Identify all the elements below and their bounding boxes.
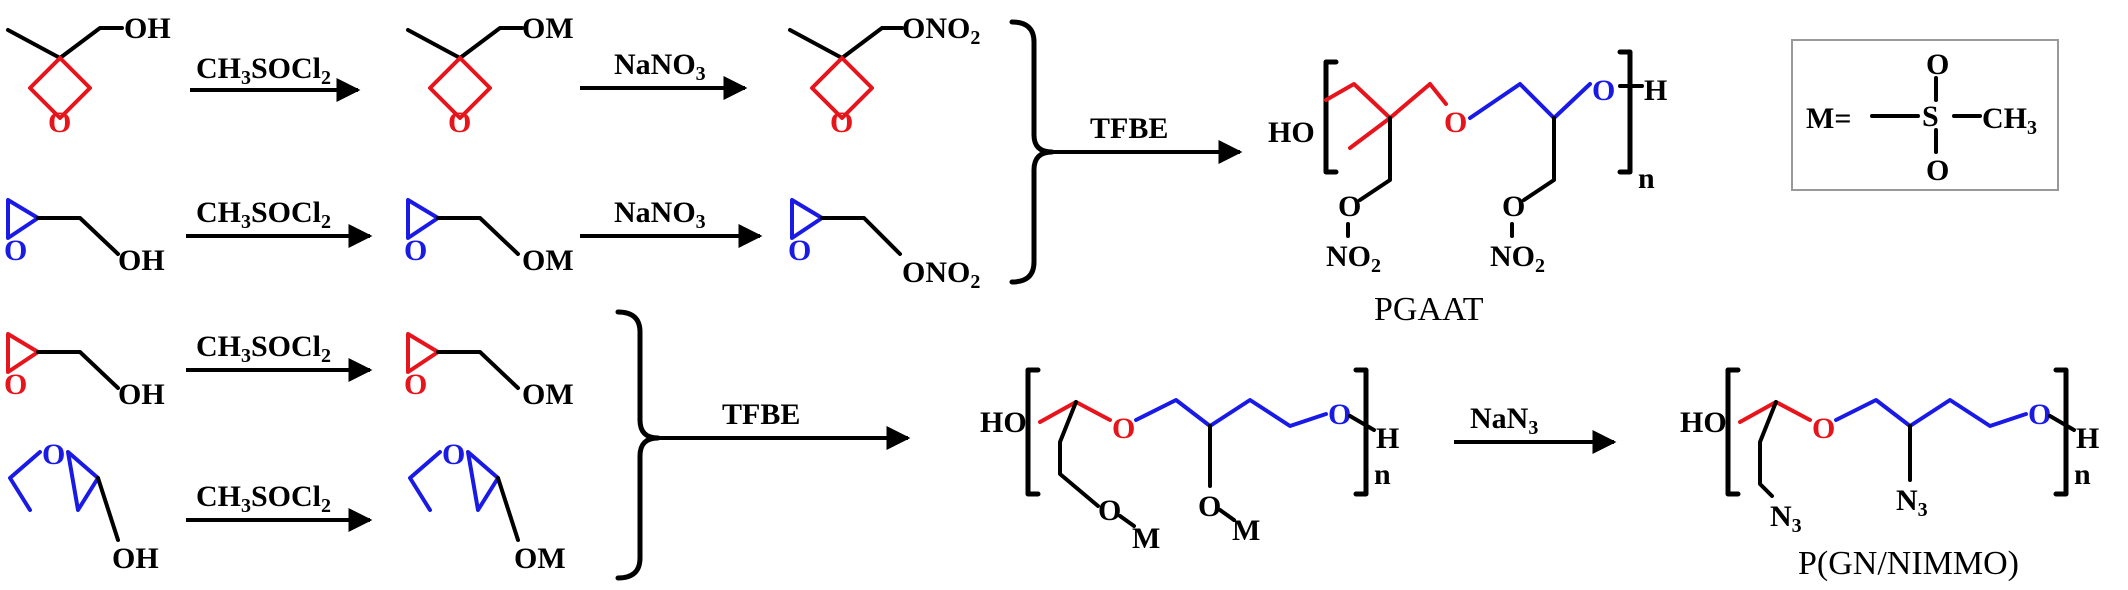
p-gn-nimmo-name: P(GN/NIMMO) — [1798, 545, 2019, 582]
backbone-oxygen: O — [1444, 106, 1467, 139]
mesylation-step-2: CH3SOCl2 — [186, 196, 373, 248]
ono2-label: ONO2 — [902, 12, 980, 49]
n3-label: N3 — [1896, 484, 1928, 521]
copolymerization-step-1: TFBE — [1052, 112, 1243, 164]
glycidol: O OH — [4, 198, 165, 277]
tfbe-reagent: TFBE — [1090, 112, 1168, 145]
thf-mesylate: O OM — [408, 438, 566, 575]
mesylated-copolymer: HO O O O M O M H n — [980, 367, 1399, 555]
definition-lhs: M= — [1806, 102, 1851, 135]
ring-oxygen: O — [42, 438, 65, 471]
mesylation-step-3: CH3SOCl2 — [186, 330, 373, 382]
om-label: OM — [522, 12, 574, 45]
ring-oxygen: O — [48, 106, 71, 139]
terminal-oxygen: O — [2028, 398, 2051, 431]
tfbe-reagent: TFBE — [722, 398, 800, 431]
red-epoxide-alcohol: O OH — [4, 332, 165, 411]
epoxide-oxygen: O — [4, 368, 27, 401]
left-repeat-bracket — [1323, 59, 1339, 175]
om-label: OM — [522, 244, 574, 277]
mesyl-reagent: CH3SOCl2 — [196, 196, 331, 233]
mesyl-reagent: CH3SOCl2 — [196, 330, 331, 367]
mesyl-reagent: CH3SOCl2 — [196, 52, 331, 89]
terminal-oxygen: O — [1328, 398, 1351, 431]
nitrate-reagent: NaNO3 — [614, 196, 706, 233]
ho-endgroup: HO — [1268, 116, 1315, 149]
oh-label: OH — [124, 12, 171, 45]
epoxide-oxygen: O — [4, 234, 27, 267]
repeat-n: n — [1638, 162, 1655, 195]
terminal-oxygen: O — [1592, 74, 1615, 107]
ho-endgroup: HO — [980, 406, 1027, 439]
oh-label: OH — [118, 244, 165, 277]
definition-box — [1791, 39, 2059, 191]
sulfur-atom: S — [1922, 100, 1939, 133]
repeat-n: n — [1374, 458, 1391, 491]
om-label: OM — [514, 542, 566, 575]
merge-bracket-2 — [615, 309, 661, 581]
ho-endgroup: HO — [1680, 406, 1727, 439]
mesyl-definition: M= S O O CH3 — [1791, 39, 2059, 191]
backbone-oxygen: O — [1112, 412, 1135, 445]
n3-label: N3 — [1770, 500, 1802, 537]
nitration-step-1: NaNO3 — [580, 48, 748, 100]
glycidyl-nitrate: O ONO2 — [788, 198, 980, 293]
oxo-oxygen-bottom: O — [1926, 154, 1949, 187]
ring-oxygen: O — [830, 106, 853, 139]
pendant-oxygen: O — [1098, 494, 1121, 527]
left-repeat-bracket — [1725, 367, 1741, 497]
epoxide-oxygen: O — [404, 234, 427, 267]
pgaat-name: PGAAT — [1374, 291, 1484, 328]
ono2-label: ONO2 — [902, 256, 980, 293]
right-repeat-bracket — [2053, 367, 2069, 497]
m-label: M — [1232, 514, 1260, 547]
no2-label: NO2 — [1490, 240, 1545, 277]
oh-label: OH — [118, 378, 165, 411]
hydroxy-thf: O OH — [8, 438, 159, 575]
epoxide-oxygen: O — [788, 234, 811, 267]
p-gn-nimmo-polymer: HO O O N3 N3 H n P(GN/NIMMO) — [1680, 367, 2099, 582]
oxo-oxygen-top: O — [1926, 48, 1949, 81]
right-repeat-bracket — [1617, 49, 1633, 175]
h-endgroup: H — [1376, 422, 1399, 455]
glycidyl-mesylate: O OM — [404, 198, 574, 277]
no2-label: NO2 — [1326, 240, 1381, 277]
pendant-oxygen: O — [1198, 490, 1221, 523]
h-endgroup: H — [1644, 74, 1667, 107]
om-label: OM — [522, 378, 574, 411]
azide-reagent: NaN3 — [1470, 402, 1538, 439]
mesyl-reagent: CH3SOCl2 — [196, 480, 331, 517]
repeat-n: n — [2074, 458, 2091, 491]
m-label: M — [1132, 522, 1160, 555]
left-repeat-bracket — [1025, 367, 1041, 497]
h-endgroup: H — [2076, 422, 2099, 455]
pgaat-polymer: HO O NO2 O O O NO2 H n PGAAT — [1268, 49, 1667, 328]
copolymerization-step-2: TFBE — [658, 398, 911, 450]
backbone-oxygen: O — [1812, 412, 1835, 445]
oh-label: OH — [112, 542, 159, 575]
nitrate-reagent: NaNO3 — [614, 48, 706, 85]
epoxide-oxygen: O — [404, 368, 427, 401]
oxetane-mesylate: OM O — [406, 12, 574, 139]
mesylation-step-4: CH3SOCl2 — [186, 480, 373, 532]
oxetane-nitrate: ONO2 O — [788, 12, 980, 139]
merge-bracket-1 — [1009, 19, 1055, 285]
red-epoxide-mesylate: O OM — [404, 332, 574, 411]
oxetane-alcohol: OH O — [6, 12, 171, 139]
pendant-oxygen: O — [1502, 190, 1525, 223]
ring-oxygen: O — [448, 106, 471, 139]
nitration-step-2: NaNO3 — [580, 196, 763, 248]
pendant-oxygen: O — [1338, 190, 1361, 223]
mesylation-step-1: CH3SOCl2 — [190, 52, 361, 102]
right-repeat-bracket — [1353, 367, 1369, 497]
ring-oxygen: O — [442, 438, 465, 471]
azidation-step: NaN3 — [1454, 402, 1617, 454]
